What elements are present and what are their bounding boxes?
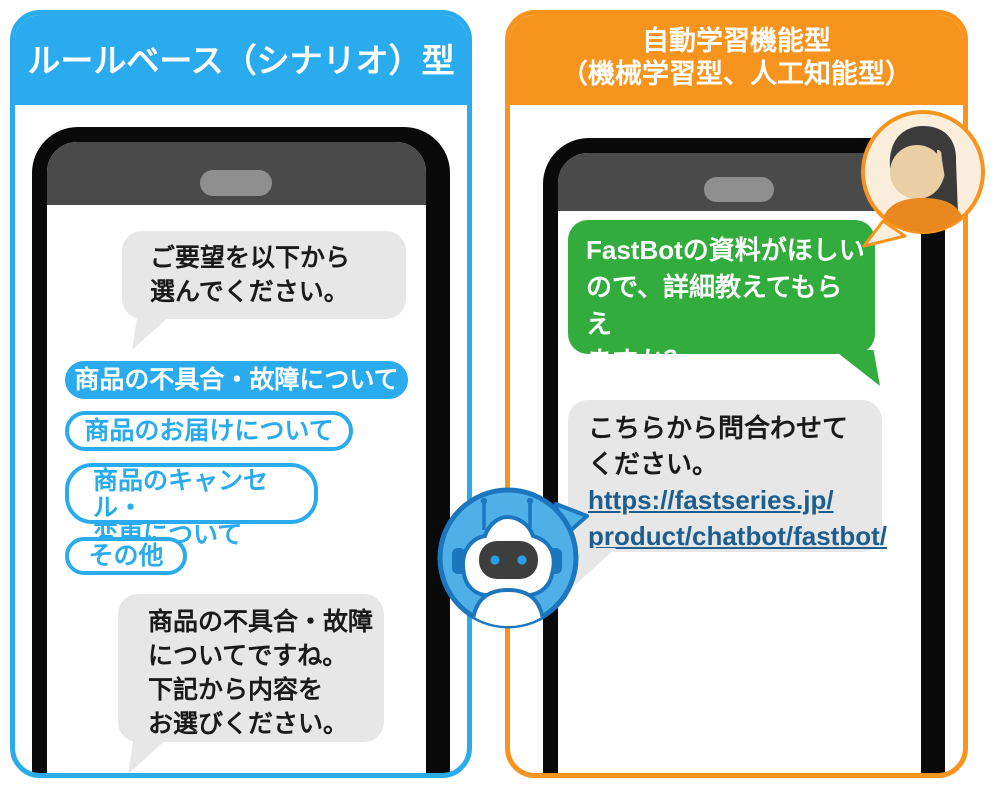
bot-answer-text: こちらから問合わせて ください。 xyxy=(588,413,849,479)
bot-message-prompt: ご要望を以下から 選んでください。 xyxy=(122,231,406,319)
panel-rule-based-title: ルールベース（シナリオ）型 xyxy=(15,15,467,105)
phone-speaker-icon xyxy=(200,170,272,196)
phone-left-bezel xyxy=(47,142,426,205)
quick-reply-cancel-button[interactable]: 商品のキャンセル・ 変更について xyxy=(65,463,318,549)
quick-reply-other-button[interactable]: その他 xyxy=(65,537,187,575)
bot-answer-bubble: こちらから問合わせて ください。 https://fastseries.jp/ … xyxy=(568,400,887,552)
bot-message-response: 商品の不具合・故障 についてですね。 下記から内容を お選びください。 xyxy=(118,594,384,742)
quick-reply-defect-button[interactable]: 商品の不具合・故障について xyxy=(65,361,408,399)
bubble-tail xyxy=(128,738,168,773)
phone-left: ご要望を以下から 選んでください。 商品の不具合・故障について 商品のお届けにつ… xyxy=(32,127,450,773)
phone-right-screen: FastBotの資料がほしい ので、詳細教えてもらえ ますか？ こちらから問合わ… xyxy=(558,153,921,773)
phone-left-screen: ご要望を以下から 選んでください。 商品の不具合・故障について 商品のお届けにつ… xyxy=(47,142,426,773)
panel-rule-based: ルールベース（シナリオ）型 ご要望を以下から 選んでください。 商品の不具合・故… xyxy=(10,10,472,778)
bubble-tail xyxy=(834,350,880,386)
phone-right-bezel xyxy=(558,153,921,211)
phone-speaker-icon xyxy=(704,177,774,202)
robot-chatbot-icon xyxy=(430,480,592,632)
bubble-tail xyxy=(132,314,172,350)
fastbot-link[interactable]: https://fastseries.jp/ product/chatbot/f… xyxy=(588,485,887,551)
panel-auto-learning-title: 自動学習機能型 （機械学習型、人工知能型） xyxy=(510,15,963,105)
quick-reply-delivery-button[interactable]: 商品のお届けについて xyxy=(65,411,353,451)
person-avatar-icon xyxy=(853,106,993,254)
user-message: FastBotの資料がほしい ので、詳細教えてもらえ ますか？ xyxy=(568,220,875,376)
phone-right: FastBotの資料がほしい ので、詳細教えてもらえ ますか？ こちらから問合わ… xyxy=(543,138,945,773)
